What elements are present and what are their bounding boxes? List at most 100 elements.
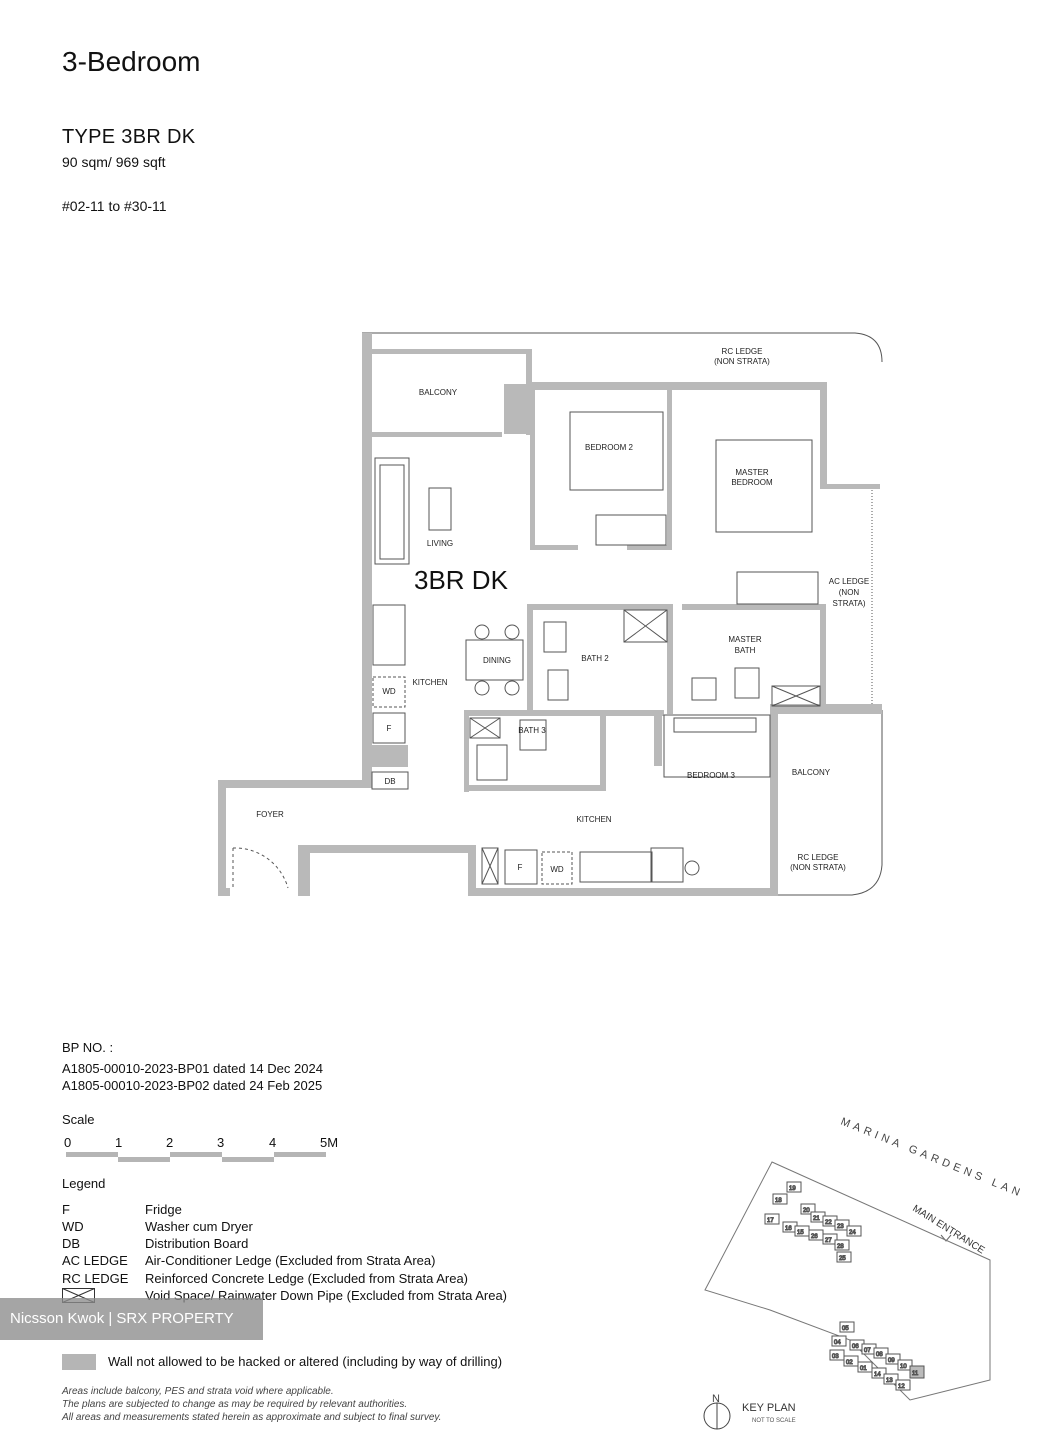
room-label-ac-ledge-3: STRATA) <box>832 599 865 608</box>
legend-value-rc-ledge: Reinforced Concrete Ledge (Excluded from… <box>145 1271 469 1286</box>
walls <box>218 333 882 896</box>
unit-type: TYPE 3BR DK <box>62 126 196 148</box>
legend-value-wd: Washer cum Dryer <box>145 1219 253 1234</box>
scale-label-3: 3 <box>217 1135 225 1150</box>
wall-note: Wall not allowed to be hacked or altered… <box>108 1354 503 1369</box>
north-arrow-icon <box>703 1402 731 1430</box>
room-label-rc-ledge-top-note: (NON STRATA) <box>714 357 770 366</box>
floor-plan: RC LEDGE (NON STRATA) BALCONY BEDROOM 2 … <box>218 332 883 896</box>
bp-label: BP NO. : <box>62 1040 114 1055</box>
svg-text:24: 24 <box>849 1230 856 1236</box>
watermark: Nicsson Kwok | SRX PROPERTY <box>0 1298 263 1340</box>
svg-text:27: 27 <box>825 1238 832 1244</box>
room-label-living: LIVING <box>427 539 453 548</box>
page-title: 3-Bedroom <box>62 46 201 77</box>
svg-text:01: 01 <box>860 1366 867 1372</box>
entrance-arrow-icon <box>940 1234 952 1242</box>
room-label-master-bedroom-2: BEDROOM <box>731 478 773 487</box>
scale-label-1: 1 <box>115 1135 123 1150</box>
legend-value-ac-ledge: Air-Conditioner Ledge (Excluded from Str… <box>145 1253 436 1268</box>
room-label-balcony-right: BALCONY <box>792 768 831 777</box>
svg-text:06: 06 <box>852 1344 859 1350</box>
room-label-ac-ledge-2: (NON <box>839 588 860 597</box>
svg-text:03: 03 <box>832 1354 839 1360</box>
svg-text:09: 09 <box>888 1358 895 1364</box>
svg-text:21: 21 <box>813 1216 820 1222</box>
fixture-label-f-bottom: F <box>518 863 523 872</box>
room-label-foyer: FOYER <box>256 810 284 819</box>
legend-key-f: F <box>62 1202 70 1217</box>
room-label-dining: DINING <box>483 656 511 665</box>
room-label-bedroom-3: BEDROOM 3 <box>687 771 736 780</box>
footnote-3: All areas and measurements stated herein… <box>62 1412 442 1423</box>
scale-label-5m: 5M <box>320 1135 339 1150</box>
room-label-ac-ledge: AC LEDGE <box>829 577 869 586</box>
wall-swatch <box>62 1354 96 1370</box>
svg-text:23: 23 <box>837 1224 844 1230</box>
room-label-master-bath: MASTER <box>728 635 762 644</box>
svg-text:20: 20 <box>803 1208 810 1214</box>
svg-text:04: 04 <box>834 1340 841 1346</box>
legend-value-f: Fridge <box>145 1202 182 1217</box>
scale-label-0: 0 <box>64 1135 72 1150</box>
key-plan-block-top: 19 18 20 21 22 23 24 17 16 15 26 27 28 2… <box>764 1181 862 1263</box>
room-label-master-bedroom: MASTER <box>735 468 769 477</box>
footnote-1: Areas include balcony, PES and strata vo… <box>62 1386 334 1397</box>
room-label-bath-2: BATH 2 <box>581 654 609 663</box>
scale-bar <box>66 1152 326 1162</box>
svg-text:19: 19 <box>789 1186 796 1192</box>
fixture-label-wd-left: WD <box>382 687 396 696</box>
fixture-label-f-left: F <box>387 724 392 733</box>
svg-text:16: 16 <box>785 1226 792 1232</box>
scale-label-4: 4 <box>269 1135 277 1150</box>
legend-key-db: DB <box>62 1236 81 1251</box>
svg-text:13: 13 <box>886 1378 893 1384</box>
key-plan-block-bottom: 05 04 06 07 08 09 10 11 03 02 01 14 13 1… <box>829 1321 925 1391</box>
unit-label: 3BR DK <box>414 565 509 595</box>
rc-ledge-outline-bottom <box>778 710 883 896</box>
scale-title: Scale <box>62 1112 95 1127</box>
footnote-2: The plans are subjected to change as may… <box>62 1399 408 1410</box>
svg-text:18: 18 <box>775 1198 782 1204</box>
room-label-rc-ledge-top: RC LEDGE <box>722 347 763 356</box>
svg-text:14: 14 <box>874 1372 881 1378</box>
key-plan: MARINA GARDENS LANE MAIN ENTRANCE 19 18 … <box>703 1116 1020 1430</box>
svg-text:17: 17 <box>767 1218 774 1224</box>
fixture-label-db: DB <box>384 777 395 786</box>
svg-text:08: 08 <box>876 1352 883 1358</box>
rc-ledge-outline-top <box>362 332 883 363</box>
bp-number-1: A1805-00010-2023-BP01 dated 14 Dec 2024 <box>62 1061 323 1076</box>
unit-area: 90 sqm/ 969 sqft <box>62 154 166 170</box>
svg-text:10: 10 <box>900 1364 907 1370</box>
legend-key-rc-ledge: RC LEDGE <box>62 1271 129 1286</box>
svg-text:07: 07 <box>864 1348 871 1354</box>
room-label-kitchen-left: KITCHEN <box>412 678 447 687</box>
legend-key-ac-ledge: AC LEDGE <box>62 1253 128 1268</box>
legend-key-wd: WD <box>62 1219 84 1234</box>
svg-text:15: 15 <box>797 1230 804 1236</box>
north-label: N <box>712 1393 720 1405</box>
svg-text:05: 05 <box>842 1326 849 1332</box>
room-label-balcony-top: BALCONY <box>419 388 458 397</box>
room-label-rc-ledge-bottom: RC LEDGE <box>798 853 839 862</box>
legend-title: Legend <box>62 1176 106 1191</box>
room-label-bedroom-2: BEDROOM 2 <box>585 443 634 452</box>
room-label-kitchen-bottom: KITCHEN <box>576 815 611 824</box>
key-plan-subtitle: NOT TO SCALE <box>752 1418 796 1424</box>
room-label-master-bath-2: BATH <box>735 646 756 655</box>
svg-text:12: 12 <box>898 1384 905 1390</box>
room-label-bath-3: BATH 3 <box>518 726 546 735</box>
bp-number-2: A1805-00010-2023-BP02 dated 24 Feb 2025 <box>62 1078 323 1093</box>
legend-value-db: Distribution Board <box>145 1236 249 1251</box>
key-plan-road: MARINA GARDENS LANE <box>839 1116 1020 1205</box>
svg-text:28: 28 <box>837 1244 844 1250</box>
fittings <box>232 411 873 889</box>
scale-label-2: 2 <box>166 1135 174 1150</box>
svg-text:11: 11 <box>912 1371 919 1377</box>
svg-text:02: 02 <box>846 1360 853 1366</box>
fixture-label-wd-bottom: WD <box>550 865 564 874</box>
svg-text:22: 22 <box>825 1220 832 1226</box>
svg-text:26: 26 <box>811 1234 818 1240</box>
key-plan-title: KEY PLAN <box>742 1402 796 1414</box>
room-label-rc-ledge-bottom-note: (NON STRATA) <box>790 863 846 872</box>
